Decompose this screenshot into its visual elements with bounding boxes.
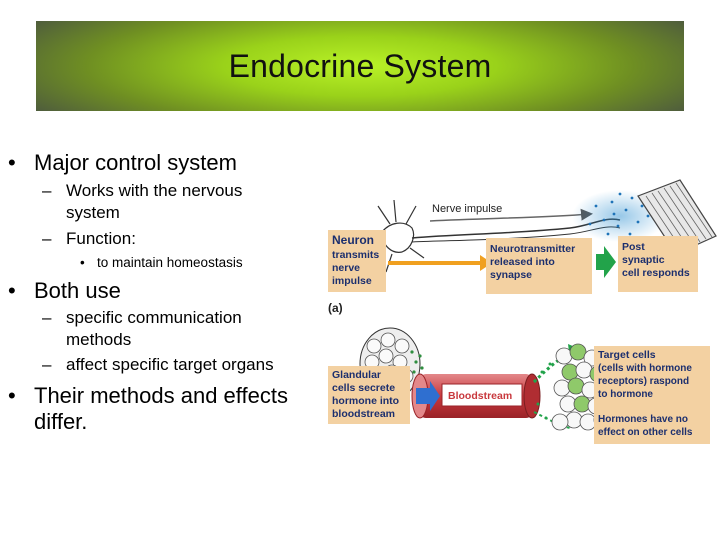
neuron-label-box [328, 230, 386, 292]
svg-text:receptors) raspond: receptors) raspond [598, 376, 689, 387]
blue-arrow [416, 381, 440, 411]
svg-text:Neurotransmitter: Neurotransmitter [490, 243, 575, 255]
green-arrow-a [596, 246, 616, 278]
svg-text:nerve: nerve [332, 262, 360, 274]
svg-text:cells secrete: cells secrete [332, 382, 395, 394]
nerve-impulse-label: Nerve impulse [432, 203, 502, 215]
svg-text:bloodstream: bloodstream [332, 408, 395, 420]
target-cells-label-box [594, 346, 710, 444]
svg-text:to hormone: to hormone [598, 389, 653, 400]
svg-text:(cells with hormone: (cells with hormone [598, 363, 692, 374]
svg-text:effect on other cells: effect on other cells [598, 427, 693, 438]
svg-text:cell responds: cell responds [622, 267, 690, 279]
svg-text:Glandular: Glandular [332, 369, 381, 381]
slide-title: Endocrine System [228, 47, 492, 84]
svg-text:synapse: synapse [490, 269, 532, 281]
glandular-label-box [328, 366, 410, 424]
svg-text:synaptic: synaptic [622, 254, 665, 266]
neuron-label-title: Neuron [332, 233, 374, 247]
orange-arrow [388, 255, 492, 271]
svg-text:released into: released into [490, 256, 555, 268]
title-bar: Endocrine System [36, 21, 684, 111]
nervous-vs-endocrine-figure: Nerve impulse Neuron transmits nerve imp… [328, 179, 717, 444]
svg-text:Target cells: Target cells [598, 349, 656, 361]
neurotransmitter-label-box [486, 238, 592, 294]
neuron-illustration [367, 199, 621, 273]
svg-text:hormone into: hormone into [332, 395, 399, 407]
bloodstream-label: Bloodstream [448, 390, 512, 402]
svg-text:Hormones have no: Hormones have no [598, 414, 688, 425]
muscle-cell-illustration [637, 179, 717, 255]
postsynaptic-label-box [618, 236, 698, 292]
svg-text:Post: Post [622, 241, 645, 253]
panel-a-label: (a) [328, 301, 343, 315]
svg-text:transmits: transmits [332, 249, 379, 261]
nerve-impulse-arrow [429, 208, 593, 222]
svg-text:impulse: impulse [332, 275, 372, 287]
